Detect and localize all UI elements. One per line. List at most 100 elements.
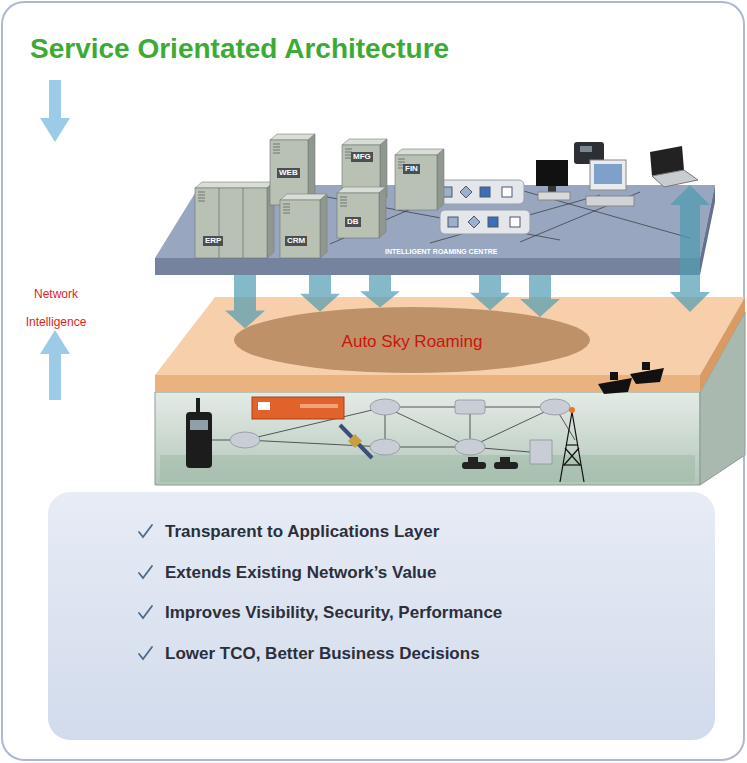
gateway-device: [252, 397, 344, 419]
server-graphic: [283, 210, 290, 211]
radio-tower: [560, 412, 572, 482]
server-label: ERP: [203, 236, 223, 246]
server-graphic: [320, 194, 327, 258]
tank-icon: [462, 457, 518, 469]
pc-monitor: [652, 170, 698, 187]
server-graphic: [283, 204, 290, 205]
server-graphic: [195, 182, 274, 258]
bidirectional-arrow: [670, 185, 710, 312]
benefit-item: Transparent to Applications Layer: [165, 522, 705, 542]
server-graphic: [398, 168, 405, 169]
server-graphics: [195, 134, 444, 258]
server-graphic: [345, 158, 352, 159]
radio-tower: [566, 444, 578, 445]
tank-icon: [500, 457, 510, 462]
tank-icon: [494, 462, 518, 469]
server-graphic: [195, 182, 274, 188]
layer-label: Auto Sky Roaming: [342, 328, 483, 352]
radio-handset: [190, 420, 208, 430]
ship-icon: [610, 372, 618, 380]
server-graphic: [270, 134, 315, 140]
router-symbol: [455, 400, 485, 414]
server-graphic: [337, 193, 379, 238]
intelligence-arrow: [40, 118, 70, 142]
radio-handset: [186, 398, 212, 468]
server-graphic: [398, 159, 405, 160]
server-graphic: [283, 213, 290, 214]
server-graphic: [395, 149, 444, 155]
radio-tower: [565, 448, 580, 465]
flow-arrow: [225, 275, 265, 329]
benefit-item: Improves Visibility, Security, Performan…: [165, 603, 705, 623]
side-label: Network Intelligence: [18, 280, 94, 336]
server-graphic: [273, 153, 280, 154]
flow-arrow: [300, 275, 340, 312]
server-label: DB: [345, 217, 361, 227]
platform-label: INTELLIGENT ROAMING CENTRE: [385, 247, 497, 256]
server-graphic: [340, 200, 347, 201]
gateway-device: [258, 402, 270, 410]
slab-mesh: [520, 190, 690, 238]
router-symbol: [455, 439, 485, 455]
router-symbol: [230, 432, 260, 448]
ship-icon: [630, 368, 664, 384]
server-graphic: [337, 187, 386, 193]
ship-icon: [642, 362, 650, 370]
radio-handset: [186, 412, 212, 468]
radio-tower: [572, 412, 584, 482]
radio-tower: [569, 407, 575, 413]
intelligence-arrow: [49, 352, 61, 400]
server-label: CRM: [285, 236, 307, 246]
ellipse-shape: [234, 307, 590, 373]
flowchart-icon: [510, 217, 520, 227]
pc-monitor: [538, 192, 570, 200]
satellite-icon: [348, 434, 362, 448]
server-graphic: [345, 155, 352, 156]
slab-mesh: [520, 192, 640, 242]
intelligence-arrow: [40, 80, 70, 400]
pc-monitor: [536, 160, 568, 186]
check-mark: [139, 566, 152, 578]
tank-icon: [462, 462, 486, 469]
server-label: FIN: [403, 164, 420, 174]
server-graphic: [340, 203, 347, 204]
flowchart-icon: [434, 180, 530, 234]
bidirectional-arrow: [670, 185, 710, 312]
intelligence-arrow: [40, 330, 70, 354]
flowchart-icon: [460, 186, 472, 198]
label-wrap: Network Intelligence: [18, 280, 94, 336]
pc-monitor: [594, 164, 622, 184]
server-graphic: [345, 152, 352, 153]
flow-arrow: [520, 275, 560, 317]
server-graphic: [195, 188, 267, 258]
server-graphic: [219, 188, 220, 258]
server-graphic: [345, 149, 352, 150]
router-symbol: [530, 440, 552, 464]
network-layer-box: [160, 455, 695, 482]
gateway-device: [300, 404, 338, 408]
pc-monitor: [590, 160, 626, 190]
server-graphic: [198, 192, 205, 193]
tank-icon: [468, 457, 478, 462]
server-graphic: [337, 187, 386, 238]
flowchart-icon: [440, 210, 530, 234]
server-label: MFG: [351, 152, 373, 162]
flowchart-icon: [488, 217, 498, 227]
server-graphic: [280, 194, 327, 258]
pc-monitor: [536, 146, 698, 206]
server-graphic: [280, 194, 327, 200]
network-links: [245, 440, 385, 447]
flowchart-icon: [502, 187, 512, 197]
server-graphic: [280, 200, 320, 258]
server-graphic: [273, 144, 280, 145]
roaming-ellipse: Auto Sky Roaming: [234, 307, 590, 373]
flowchart-icon: [448, 217, 458, 227]
server-graphic: [398, 162, 405, 163]
roaming-layer: [700, 297, 745, 392]
server-graphic: [198, 195, 205, 196]
server-label: WEB: [277, 168, 300, 178]
radio-tower: [560, 407, 584, 482]
flowchart-icon: [434, 180, 524, 204]
